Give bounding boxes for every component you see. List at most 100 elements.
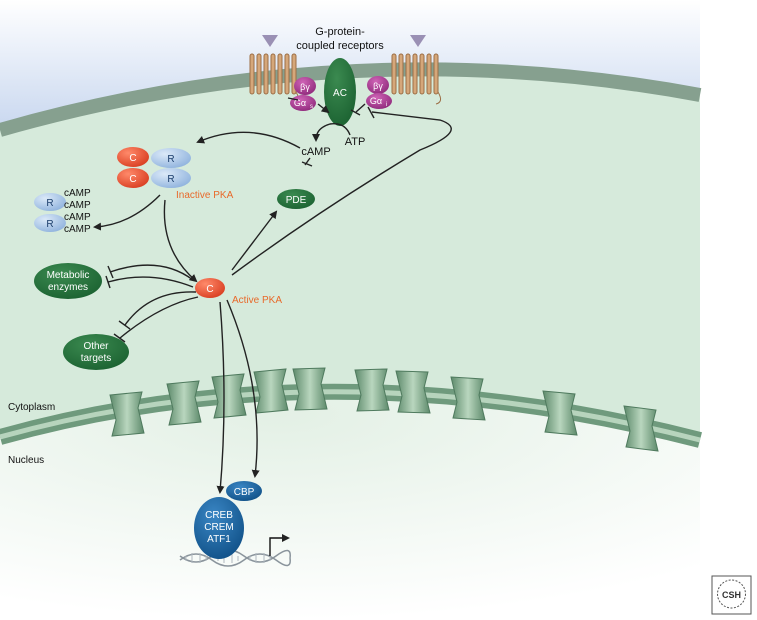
other-targets [63, 334, 129, 370]
ligand-triangle-right [410, 35, 426, 47]
crem-label: CREM [204, 522, 233, 533]
regulatory-label: R [46, 198, 53, 209]
nuclear-pore [542, 390, 578, 436]
camp-bound-label: cAMP [64, 224, 91, 235]
atp-label: ATP [345, 136, 366, 148]
camp-label: cAMP [301, 146, 330, 158]
beta-gamma-label: βγ [300, 82, 310, 92]
receptor-right [391, 53, 442, 105]
nuclear-pore [354, 368, 390, 412]
ligand-triangle-left [262, 35, 278, 47]
catalytic-subunit [117, 168, 149, 188]
nucleus-area [0, 391, 700, 620]
pka-to-other-2 [119, 296, 199, 339]
nuclear-pore [395, 370, 431, 414]
beta-gamma-subunit [367, 76, 389, 94]
pka-feedback-bar [367, 106, 375, 119]
creb-label: CREB [205, 510, 233, 521]
receptors-title-line1: G-protein- [315, 26, 365, 38]
beta-gamma-label: βγ [373, 81, 383, 91]
gs-activates-ac [317, 103, 330, 114]
nuclear-pore [211, 373, 247, 419]
cytoplasm-label: Cytoplasm [8, 402, 55, 413]
regulatory-subunit [151, 148, 191, 168]
pde-enzyme [277, 189, 315, 209]
active-catalytic-label: C [206, 284, 213, 295]
camp-bound-label: cAMP [64, 188, 91, 199]
metabolic-label-line2: enzymes [48, 282, 88, 293]
pka-to-metabolic [109, 264, 194, 281]
metabolic-enzymes-target [34, 263, 102, 299]
release-catalytic [163, 199, 198, 283]
metabolic-bar [107, 265, 114, 279]
nucleus-region [0, 367, 702, 620]
pka-to-cbp [226, 299, 260, 478]
active-pka-label: Active PKA [232, 295, 282, 306]
other-label-line2: targets [81, 353, 112, 364]
nucleus-label: Nucleus [8, 455, 44, 466]
gi-inhibition-bar [350, 109, 361, 116]
g-protein-stimulatory: βγ Gα s [290, 77, 316, 111]
g-alpha-s-label: Gα [294, 98, 306, 108]
regulatory-label: R [167, 154, 174, 165]
active-catalytic-subunit [195, 278, 225, 298]
inactive-pka-label: Inactive PKA [176, 190, 234, 201]
gi-inhibits-ac [355, 103, 366, 113]
catalytic-label: C [129, 174, 136, 185]
g-alpha-s-subscript: s [310, 104, 313, 110]
pde-label: PDE [286, 195, 307, 206]
nuclear-pores [109, 367, 659, 452]
regulatory-label: R [167, 174, 174, 185]
creb-crem-atf1-factor [194, 497, 244, 559]
nuclear-pore [450, 376, 486, 421]
other-bar [118, 320, 131, 330]
cbp-label: CBP [234, 487, 255, 498]
adenylyl-cyclase [324, 58, 356, 126]
receptors-title-line2: coupled receptors [296, 40, 384, 52]
camp-bound-label: cAMP [64, 212, 91, 223]
pka-to-other [124, 291, 197, 326]
r-camp-complex: R R cAMP cAMP cAMP cAMP [34, 188, 91, 235]
g-alpha-i-subunit [366, 93, 392, 109]
nuclear-pore [166, 380, 202, 426]
csh-perspectives-logo: CSH [711, 575, 752, 615]
pka-feedback-ac [231, 111, 452, 276]
csh-logo-text: CSH [722, 590, 741, 600]
signaling-arrows [93, 97, 452, 494]
other-label-line1: Other [83, 341, 109, 352]
g-alpha-i-subscript: i [386, 102, 387, 108]
pka-to-metabolic-2 [107, 276, 194, 288]
receptor-left [249, 53, 300, 105]
pka-activates-pde [231, 210, 278, 271]
metabolic-bar-2 [105, 275, 111, 289]
transcription-start-arrow [269, 534, 290, 556]
atf1-label: ATF1 [207, 534, 231, 545]
regulatory-subunit [34, 214, 66, 232]
other-bar-2 [113, 333, 126, 343]
catalytic-label: C [129, 153, 136, 164]
regulatory-subunit [151, 168, 191, 188]
nuclear-pore [109, 391, 145, 437]
regulatory-label: R [46, 219, 53, 230]
g-protein-inhibitory: βγ Gα i [366, 76, 392, 109]
inactive-pka-complex: C C R R [117, 147, 191, 188]
nuclear-pore [623, 405, 659, 452]
pka-to-creb [216, 301, 225, 494]
regulatory-subunit [34, 193, 66, 211]
ac-label: AC [333, 88, 347, 99]
nuclear-pore [253, 368, 289, 414]
receptor-to-gs [287, 97, 299, 101]
cbp-coactivator [226, 481, 262, 501]
nuclear-pore [292, 367, 328, 411]
pde-inhibition-bar [301, 161, 313, 167]
metabolic-label-line1: Metabolic [47, 270, 90, 281]
nuclear-envelope-lumen [0, 389, 701, 443]
catalytic-subunit [117, 147, 149, 167]
camp-bound-label: cAMP [64, 200, 91, 211]
g-alpha-i-label: Gα [370, 96, 382, 106]
camp-binds-r [196, 131, 301, 149]
atp-to-camp [312, 123, 351, 142]
release-r-camp [93, 194, 161, 231]
